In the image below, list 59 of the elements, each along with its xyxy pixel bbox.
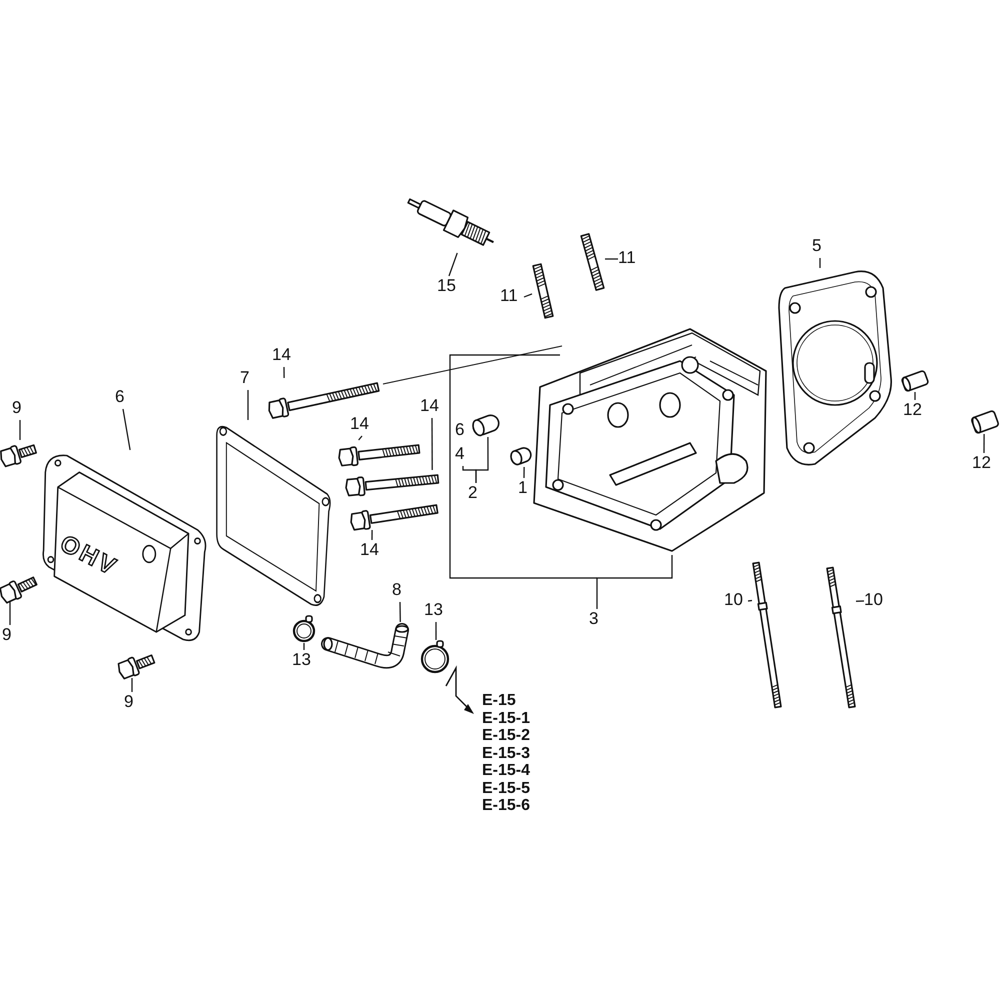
embossed-lettering: OHV — [55, 530, 122, 583]
reference-code: E-15-2 — [482, 727, 530, 744]
callout-number: 13 — [424, 600, 443, 620]
leader-line — [748, 600, 752, 602]
callout-number: 8 — [392, 580, 402, 600]
reference-code: E-15-3 — [482, 744, 530, 762]
callout-number: 11 — [618, 248, 636, 268]
leader-line — [914, 392, 916, 400]
callout-number: 5 — [812, 236, 822, 256]
callout-number: 9 — [12, 398, 22, 418]
leader-line — [435, 622, 437, 640]
leader-line — [596, 555, 673, 609]
reference-code: E-15-6 — [482, 797, 530, 814]
callout-number: 6 — [115, 387, 124, 407]
callout-number: 10 — [864, 590, 883, 610]
leader-line — [131, 678, 133, 692]
callout-number: 10 — [724, 590, 743, 610]
leader-line — [303, 643, 305, 650]
callout-number: 14 — [350, 414, 369, 434]
callout-number: 6 — [455, 420, 464, 440]
callout-number: 15 — [437, 276, 456, 296]
reference-code: E-15-5 — [482, 780, 530, 797]
leader-line — [247, 390, 249, 420]
leader-line — [371, 530, 373, 540]
callout-number: 9 — [124, 692, 134, 712]
head-gasket-drawing — [775, 268, 895, 468]
callout-number: 2 — [468, 483, 478, 503]
leader-line — [448, 252, 458, 276]
callout-number: 7 — [240, 368, 250, 388]
callout-number: 14 — [420, 396, 439, 416]
reference-code: E-15-1 — [482, 710, 530, 727]
leader-line — [856, 600, 864, 602]
callout-number: 1 — [518, 478, 528, 498]
callout-number: 13 — [292, 650, 311, 670]
leader-line — [19, 420, 21, 440]
leader-line — [122, 408, 131, 450]
leader-line — [819, 258, 821, 268]
leader-line — [983, 434, 985, 453]
leader-line — [475, 437, 489, 483]
callout-number: 3 — [589, 609, 598, 629]
callout-number: 12 — [903, 400, 922, 420]
leader-line — [358, 436, 362, 440]
callout-number: 12 — [972, 453, 991, 473]
leader-line — [431, 418, 433, 470]
callout-number: 9 — [2, 625, 12, 645]
tube-clip-drawing — [418, 640, 452, 674]
leader-line — [9, 602, 11, 625]
leader-line — [523, 467, 525, 478]
reference-code: E-15-4 — [482, 762, 530, 780]
callout-number: 11 — [500, 286, 518, 306]
callout-number: 14 — [360, 540, 379, 560]
reference-code: E-15 — [482, 692, 517, 710]
tube-clip-drawing — [290, 615, 318, 643]
leader-line — [605, 258, 618, 260]
callout-number: 4 — [455, 444, 464, 464]
callout-number: 14 — [272, 345, 291, 365]
leader-line — [524, 293, 532, 298]
leader-line — [283, 367, 285, 378]
leader-line — [399, 602, 401, 622]
